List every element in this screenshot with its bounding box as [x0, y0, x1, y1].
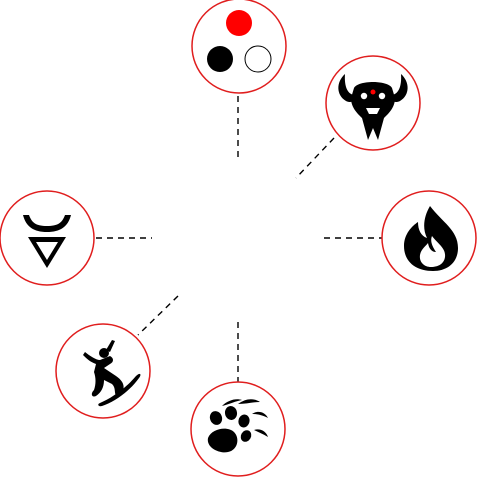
connector-top-right [295, 137, 335, 179]
node-right [381, 190, 477, 286]
veles-rune-icon [23, 215, 71, 268]
horned-skull-icon [338, 74, 408, 140]
connector-bottom-left [137, 295, 179, 336]
three-dots-icon [207, 10, 272, 73]
node-top [191, 0, 287, 94]
node-bottom [190, 381, 286, 477]
node-left [0, 190, 95, 286]
paw-print-icon [207, 399, 268, 453]
node-top-right [325, 55, 421, 151]
snowboarder-icon [83, 340, 141, 407]
flame-icon [404, 206, 458, 271]
node-bottom-left [55, 323, 151, 419]
